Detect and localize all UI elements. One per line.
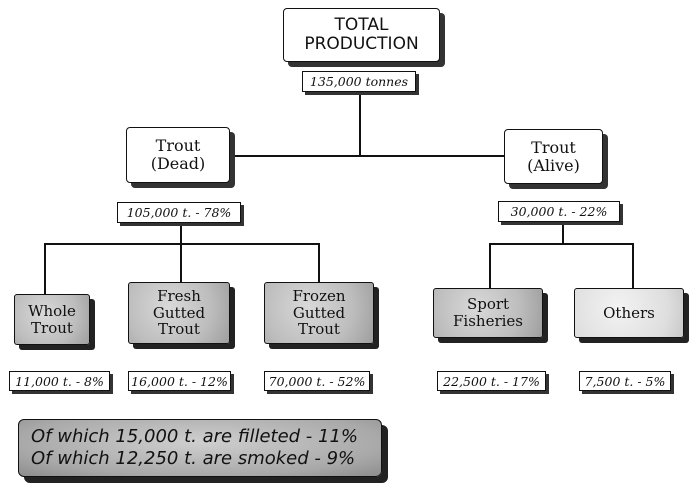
whole-trout-box: Whole Trout (14, 294, 90, 345)
connector-level1-horizontal (230, 155, 505, 157)
whole-trout-line1: Whole (28, 301, 76, 320)
trout-alive-box: Trout (Alive) (504, 129, 603, 184)
connector-alive-others (632, 243, 634, 289)
sport-fisheries-value: 22,500 t. - 17% (437, 371, 546, 391)
trout-dead-line1: Trout (155, 136, 201, 156)
fresh-gutted-trout-line1: Fresh (157, 286, 201, 305)
sport-fisheries-line1: Sport (466, 295, 510, 314)
others-line1: Others (603, 303, 655, 322)
connector-alive-horizontal (489, 243, 634, 245)
frozen-gutted-trout-line1: Frozen (292, 286, 346, 305)
others-box: Others (574, 288, 684, 338)
processing-note: Of which 15,000 t. are filleted - 11% Of… (18, 419, 382, 477)
trout-alive-line2: (Alive) (527, 155, 580, 175)
connector-dead-frozen (318, 243, 320, 283)
connector-root-down (359, 94, 361, 156)
fresh-gutted-trout-line2: Gutted (152, 303, 206, 322)
frozen-gutted-trout-box: Frozen Gutted Trout (264, 282, 374, 344)
total-production-box: TOTAL PRODUCTION (283, 8, 440, 62)
sport-fisheries-line2: Fisheries (453, 312, 523, 330)
frozen-gutted-trout-line3: Trout (298, 320, 340, 339)
sport-fisheries-box: Sport Fisheries (433, 288, 543, 338)
fresh-gutted-trout-value: 16,000 t. - 12% (128, 371, 231, 391)
fresh-gutted-trout-box: Fresh Gutted Trout (128, 282, 230, 344)
trout-alive-line1: Trout (531, 137, 576, 157)
frozen-gutted-trout-value: 70,000 t. - 52% (264, 371, 370, 391)
connector-dead-whole (44, 243, 46, 295)
total-production-title-line2: PRODUCTION (304, 34, 419, 54)
trout-dead-box: Trout (Dead) (126, 127, 230, 183)
total-production-value: 135,000 tonnes (302, 71, 416, 92)
frozen-gutted-trout-line2: Gutted (292, 303, 346, 322)
filleted-note: Of which 15,000 t. are filleted - 11% (31, 426, 359, 447)
whole-trout-value: 11,000 t. - 8% (9, 371, 110, 391)
connector-alive-down (562, 222, 564, 244)
fresh-gutted-trout-line3: Trout (158, 320, 200, 339)
smoked-note: Of which 12,250 t. are smoked - 9% (31, 447, 356, 469)
trout-alive-value: 30,000 t. - 22% (498, 201, 620, 222)
connector-alive-sport (489, 243, 491, 289)
total-production-title-line1: TOTAL (334, 14, 389, 35)
trout-dead-line2: (Dead) (150, 154, 206, 173)
connector-dead-fresh (180, 243, 182, 283)
whole-trout-line2: Trout (31, 318, 73, 337)
connector-dead-down (180, 222, 182, 244)
trout-dead-value: 105,000 t. - 78% (117, 202, 241, 223)
others-value: 7,500 t. - 5% (579, 371, 671, 391)
